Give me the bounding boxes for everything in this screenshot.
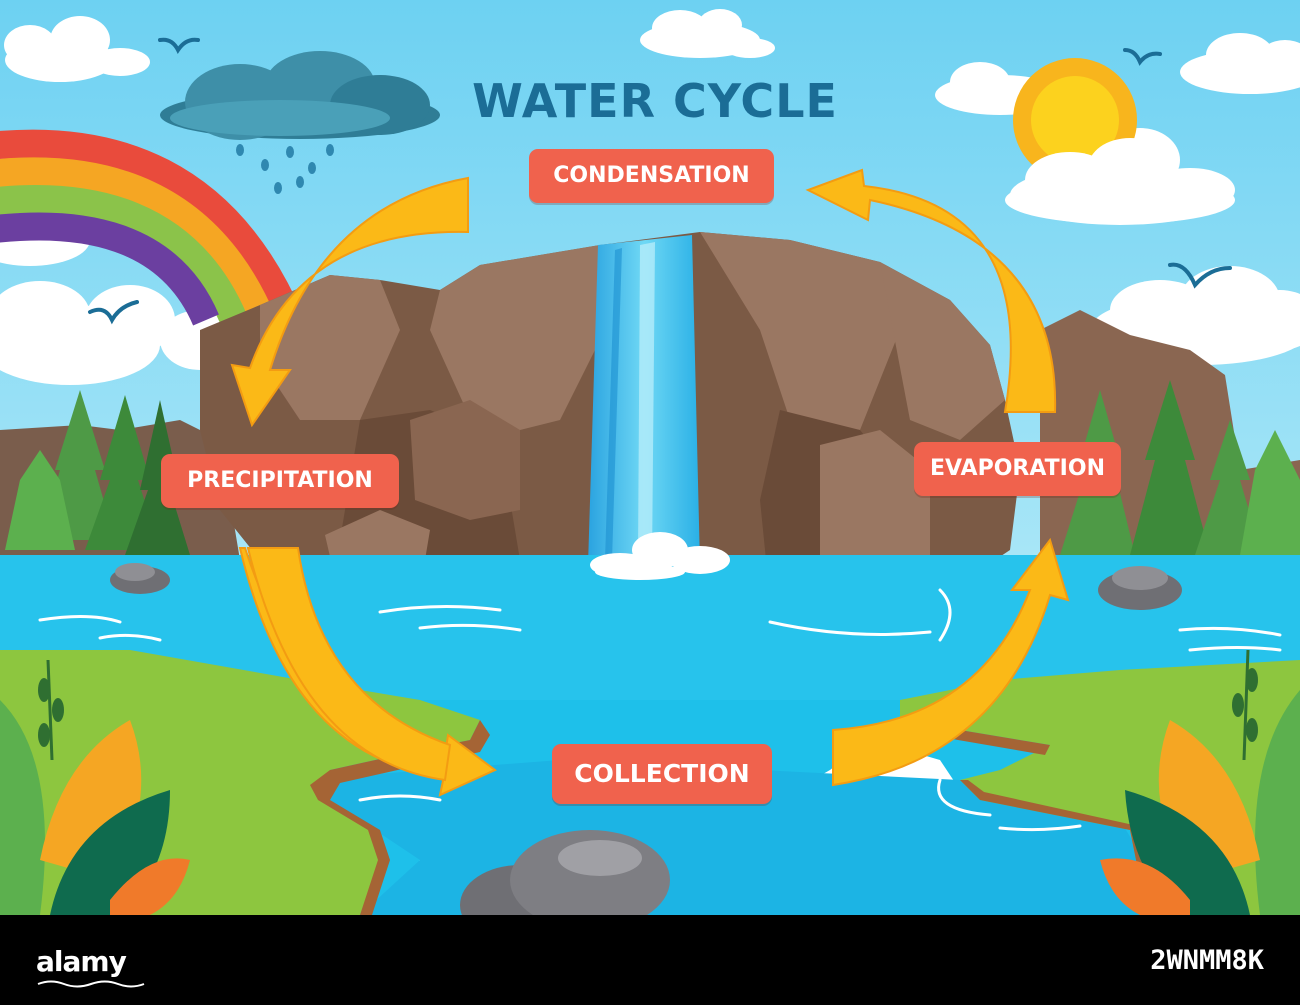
cloud-icon	[4, 16, 150, 82]
stage-label-precipitation: PRECIPITATION	[161, 454, 399, 508]
image-id: 2WNMM8K	[1150, 945, 1264, 976]
leaf-icon	[1100, 649, 1300, 915]
cycle-arrow-icon	[805, 168, 1057, 413]
stage-label-collection: COLLECTION	[552, 744, 772, 804]
brand-logo: alamy	[36, 945, 127, 978]
brand-wave-icon	[37, 980, 145, 988]
cycle-arrow-icon	[832, 537, 1070, 787]
water-cycle-illustration	[0, 0, 1300, 915]
bird-icon	[158, 37, 200, 54]
rain-cloud-icon	[160, 51, 440, 140]
water-ripples	[38, 588, 1282, 832]
stage-label-condensation: CONDENSATION	[529, 149, 774, 203]
bird-icon	[88, 300, 139, 325]
leaf-icon	[0, 659, 190, 915]
cloud-icon	[1005, 138, 1235, 224]
tree-icon	[5, 390, 190, 555]
cloud-icon	[1180, 33, 1300, 94]
diagram-title: WATER CYCLE	[472, 74, 838, 128]
rock-icon	[460, 830, 670, 915]
watermark-footer: alamy 2WNMM8K	[0, 915, 1300, 1005]
rock-icon	[110, 563, 170, 594]
rainbow-icon	[0, 129, 303, 326]
cycle-arrow-icon	[238, 547, 497, 797]
stage-label-evaporation: EVAPORATION	[914, 442, 1121, 496]
cloud-icon	[640, 9, 775, 58]
cycle-arrow-icon	[230, 176, 469, 428]
tree-icon	[1060, 380, 1300, 555]
raindrops	[236, 144, 334, 194]
waterfall-icon	[588, 235, 700, 565]
bird-icon	[1123, 48, 1162, 66]
bird-icon	[1168, 262, 1232, 289]
splash-foam	[590, 532, 730, 580]
rock-icon	[1098, 566, 1182, 610]
